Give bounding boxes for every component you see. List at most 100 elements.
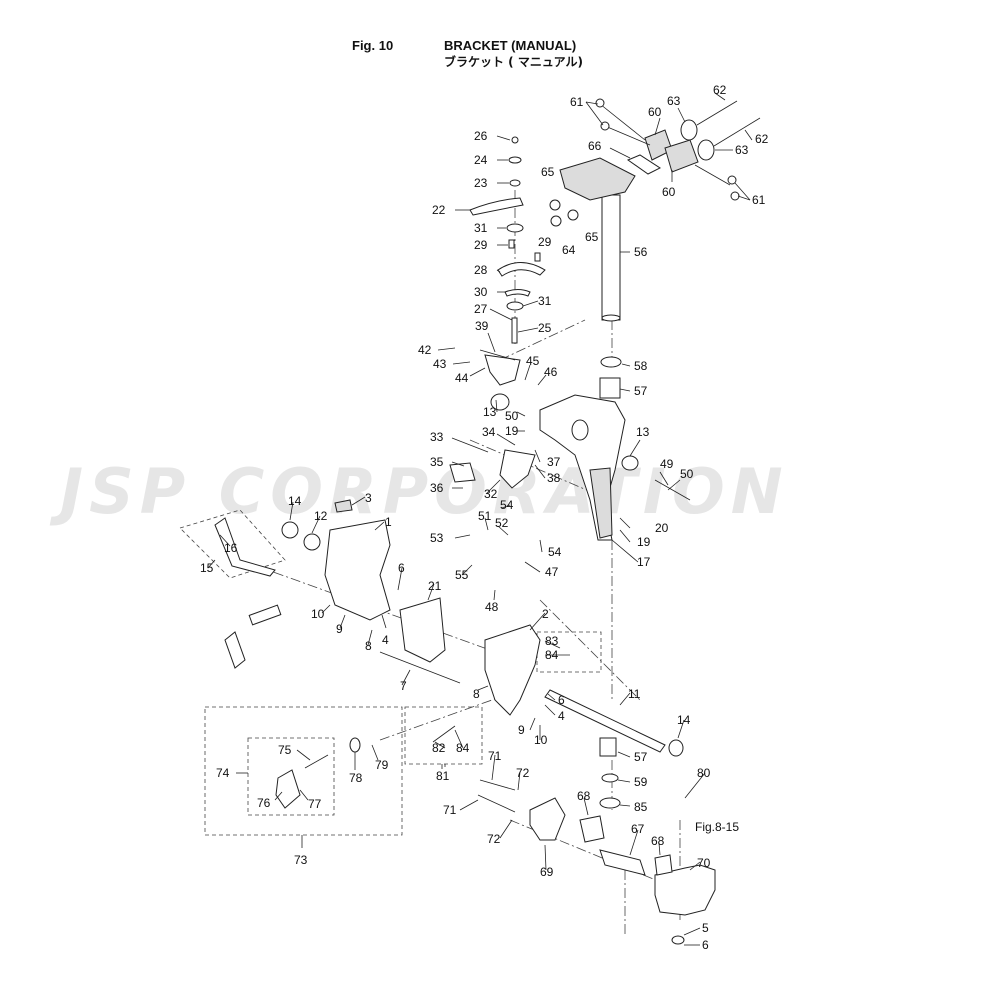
callout-6: 6 <box>398 561 405 575</box>
callout-34: 34 <box>482 425 496 439</box>
callout-72: 72 <box>487 832 501 846</box>
callout-84: 84 <box>456 741 470 755</box>
callout-25: 25 <box>538 321 552 335</box>
callout-83: 83 <box>545 634 559 648</box>
callout-66: 66 <box>588 139 602 153</box>
callout-85: 85 <box>634 800 648 814</box>
callout-1: 1 <box>385 515 392 529</box>
callout-53: 53 <box>430 531 444 545</box>
callout-82: 82 <box>432 741 446 755</box>
callout-32: 32 <box>484 487 498 501</box>
callout-12: 12 <box>314 509 328 523</box>
callout-58: 58 <box>634 359 648 373</box>
callout-19: 19 <box>505 424 519 438</box>
callout-47: 47 <box>545 565 559 579</box>
callout-33: 33 <box>430 430 444 444</box>
callout-71: 71 <box>443 803 457 817</box>
callout-62: 62 <box>755 132 769 146</box>
diagram-title: BRACKET (MANUAL) <box>444 38 577 53</box>
callout-60: 60 <box>662 185 676 199</box>
callout-6: 6 <box>702 938 709 952</box>
callout-8: 8 <box>365 639 372 653</box>
callout-55: 55 <box>455 568 469 582</box>
callout-71: 71 <box>488 749 502 763</box>
callout-7: 7 <box>400 679 407 693</box>
leader-lines <box>207 92 753 946</box>
callout-75: 75 <box>278 743 292 757</box>
callout-19: 19 <box>637 535 651 549</box>
callout-13: 13 <box>636 425 650 439</box>
callout-2: 2 <box>542 607 549 621</box>
reverse-lock-assembly <box>275 737 361 809</box>
callout-72: 72 <box>516 766 530 780</box>
callout-65: 65 <box>541 165 555 179</box>
callout-81: 81 <box>436 769 450 783</box>
reference-fig-8-15: Fig.8-15 <box>695 820 739 834</box>
callout-14: 14 <box>677 713 691 727</box>
diagram-subtitle: ブラケット ( マニュアル) <box>444 55 583 69</box>
callout-24: 24 <box>474 153 488 167</box>
steering-shaft <box>559 157 636 399</box>
callout-76: 76 <box>257 796 271 810</box>
callout-43: 43 <box>433 357 447 371</box>
callout-68: 68 <box>651 834 665 848</box>
callout-70: 70 <box>697 856 711 870</box>
callout-5: 5 <box>702 921 709 935</box>
callout-29: 29 <box>474 238 488 252</box>
callout-35: 35 <box>430 455 444 469</box>
callout-62: 62 <box>713 83 727 97</box>
callout-8: 8 <box>473 687 480 701</box>
callout-23: 23 <box>474 176 488 190</box>
callout-36: 36 <box>430 481 444 495</box>
callout-31: 31 <box>474 221 488 235</box>
clamp-bracket-right <box>379 597 684 757</box>
callout-60: 60 <box>648 105 662 119</box>
callout-17: 17 <box>637 555 651 569</box>
callout-26: 26 <box>474 129 488 143</box>
callout-78: 78 <box>349 771 363 785</box>
callout-56: 56 <box>634 245 648 259</box>
lower-bracket-parts <box>432 725 716 945</box>
callout-61: 61 <box>752 193 766 207</box>
callout-38: 38 <box>547 471 561 485</box>
callout-49: 49 <box>660 457 674 471</box>
callout-20: 20 <box>655 521 669 535</box>
callout-63: 63 <box>735 143 749 157</box>
callout-30: 30 <box>474 285 488 299</box>
callout-13: 13 <box>483 405 497 419</box>
clamp-bracket-left <box>214 499 391 669</box>
callout-37: 37 <box>547 455 561 469</box>
callout-50: 50 <box>680 467 694 481</box>
callout-42: 42 <box>418 343 432 357</box>
callout-69: 69 <box>540 865 554 879</box>
tilt-lever-stack <box>469 136 546 344</box>
callout-16: 16 <box>224 541 238 555</box>
callout-6: 6 <box>558 693 565 707</box>
callout-39: 39 <box>475 319 489 333</box>
callout-73: 73 <box>294 853 308 867</box>
callout-80: 80 <box>697 766 711 780</box>
callout-63: 63 <box>667 94 681 108</box>
callout-31: 31 <box>538 294 552 308</box>
callout-labels: 1 2 3 4 4 5 6 6 6 7 8 8 9 9 10 10 11 12 … <box>200 83 769 952</box>
callout-4: 4 <box>382 633 389 647</box>
callout-68: 68 <box>577 789 591 803</box>
callout-10: 10 <box>534 733 548 747</box>
callout-9: 9 <box>518 723 525 737</box>
callout-9: 9 <box>336 622 343 636</box>
callout-10: 10 <box>311 607 325 621</box>
figure-number: Fig. 10 <box>352 38 394 53</box>
callout-79: 79 <box>375 758 389 772</box>
callout-3: 3 <box>365 491 372 505</box>
callout-57: 57 <box>634 384 648 398</box>
callout-84: 84 <box>545 648 559 662</box>
callout-44: 44 <box>455 371 469 385</box>
callout-52: 52 <box>495 516 509 530</box>
callout-15: 15 <box>200 561 214 575</box>
callout-54: 54 <box>500 498 514 512</box>
callout-54: 54 <box>548 545 562 559</box>
callout-61: 61 <box>570 95 584 109</box>
callout-29: 29 <box>538 235 552 249</box>
callout-45: 45 <box>526 354 540 368</box>
